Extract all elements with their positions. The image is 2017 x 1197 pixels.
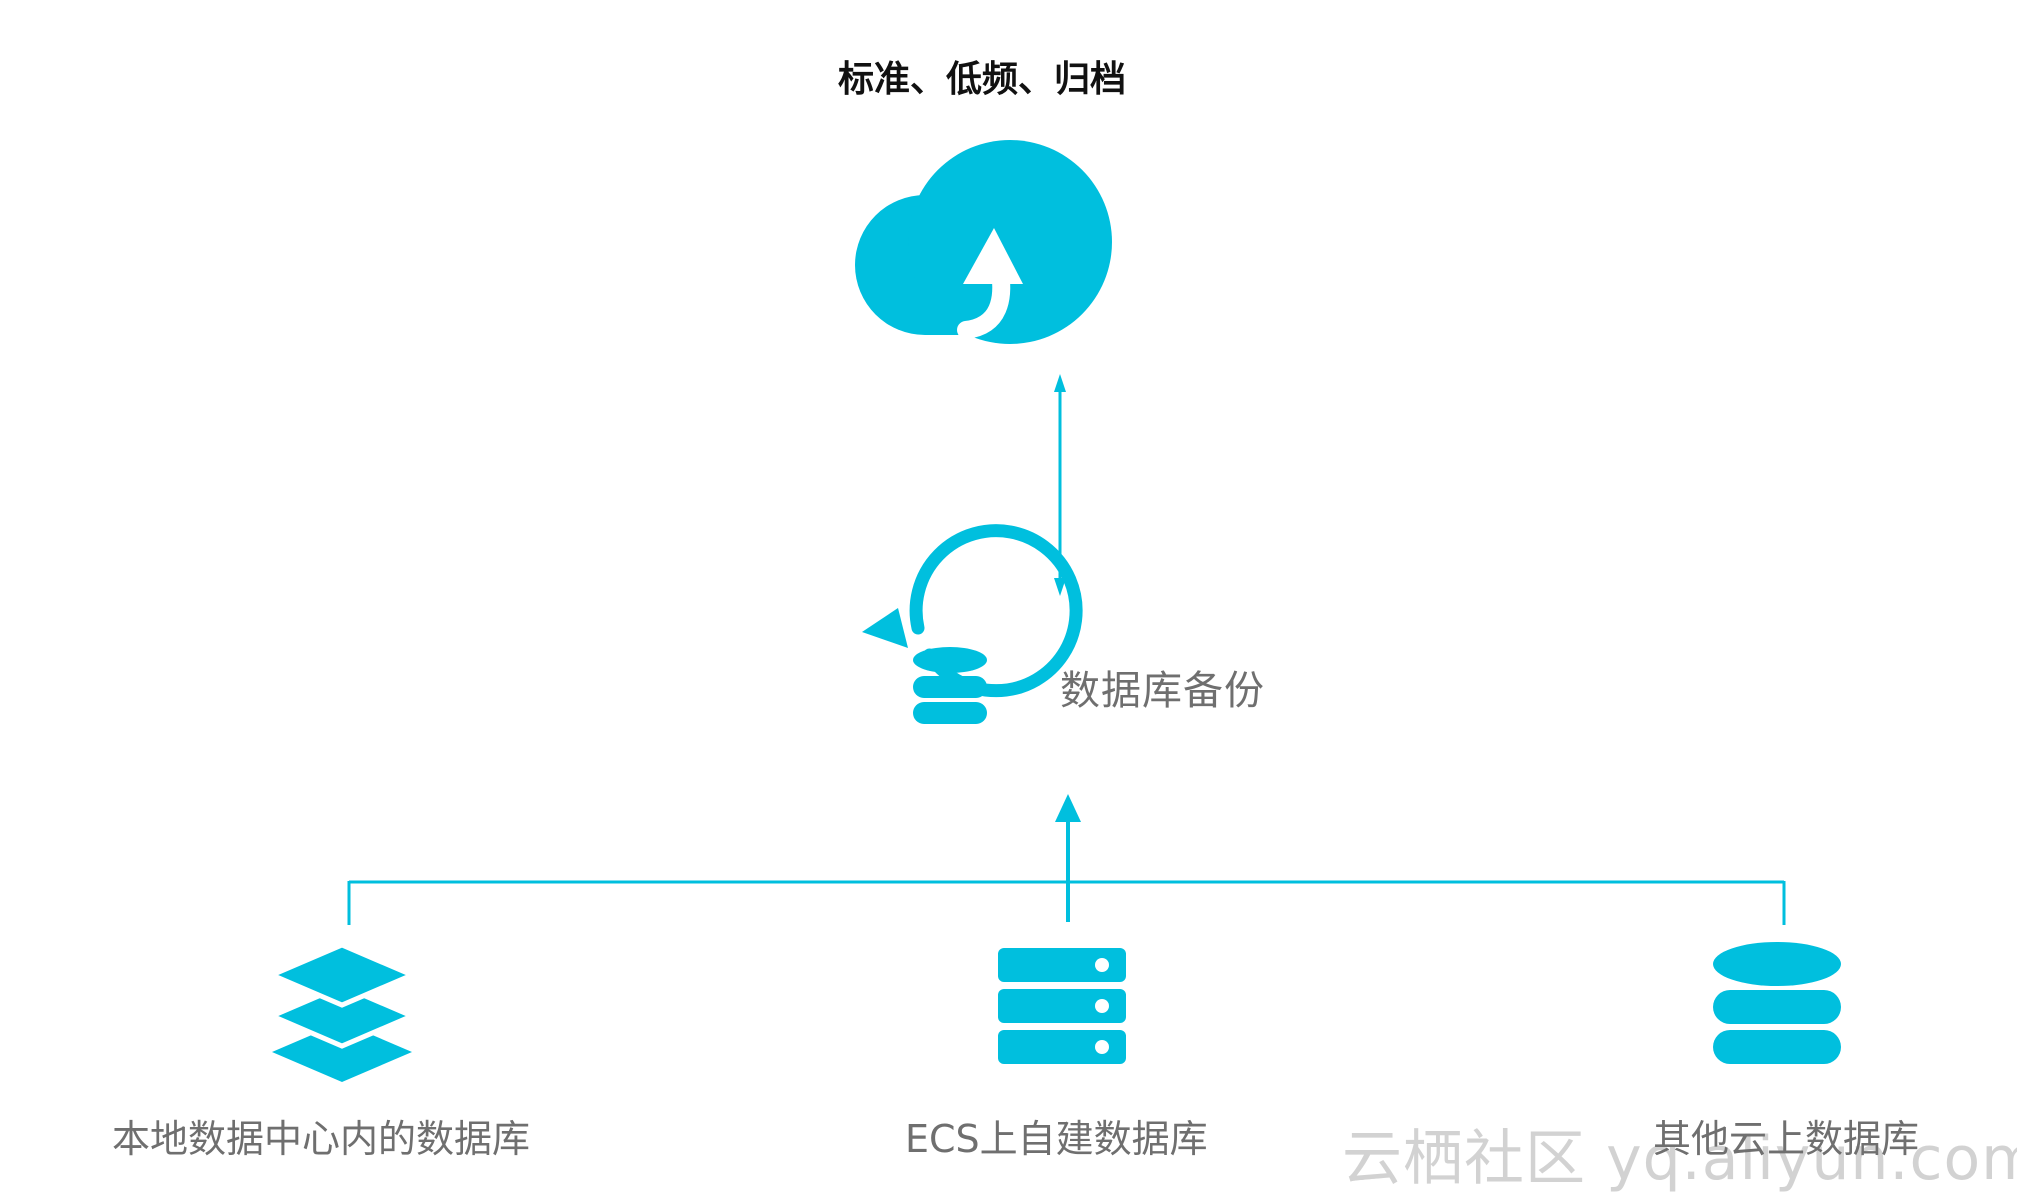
watermark: 云栖社区 yq.aliyun.com: [1342, 1124, 2017, 1194]
database-icon: [1713, 942, 1841, 1064]
connector-line: [347, 880, 1786, 925]
cloud-upload-icon: [855, 140, 1112, 344]
bidirectional-arrow: [1054, 374, 1066, 596]
backup-label: 数据库备份: [1060, 668, 1265, 714]
source-label-local: 本地数据中心内的数据库: [112, 1117, 531, 1161]
cloud-title: 标准、低频、归档: [838, 59, 1127, 100]
layers-icon: [265, 942, 419, 1082]
database-backup-icon: [862, 524, 1083, 724]
server-icon: [998, 948, 1126, 1064]
source-label-other: 其他云上数据库: [1653, 1117, 1920, 1161]
source-label-ecs: ECS上自建数据库: [905, 1117, 1208, 1161]
up-arrow: [1055, 794, 1081, 922]
